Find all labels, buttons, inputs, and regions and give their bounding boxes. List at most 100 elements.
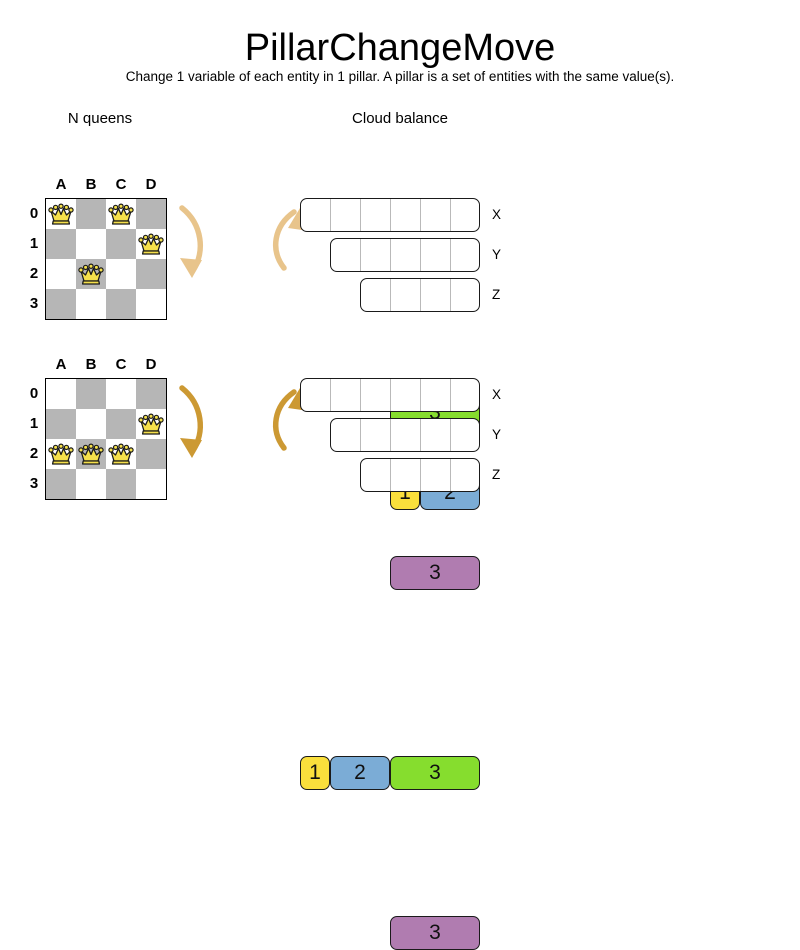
cloud-segment-1[interactable]: 1 xyxy=(300,756,330,790)
board-cell-C3[interactable] xyxy=(106,469,136,499)
board-column-label-C: C xyxy=(115,356,127,373)
bar-grid-cell xyxy=(361,379,391,411)
bar-grid-cell xyxy=(361,199,391,231)
cloud-bar-label-X: X xyxy=(492,387,502,402)
board-row-label-2: 2 xyxy=(29,265,39,282)
cloud-bar-label-Y: Y xyxy=(492,427,502,442)
nqueens-board-before: A B C D 0 1 2 3 xyxy=(30,176,167,320)
board-cell-D3[interactable] xyxy=(136,289,166,319)
cloud-segment-3[interactable]: 3 xyxy=(390,756,480,790)
cloud-bar-Y[interactable] xyxy=(330,238,480,272)
board-cell-A1[interactable] xyxy=(46,229,76,259)
cloud-segment-2[interactable]: 2 xyxy=(330,756,390,790)
board-column-label-C: C xyxy=(115,176,127,193)
cloud-bar-X[interactable] xyxy=(300,198,480,232)
board-column-label-A: A xyxy=(55,176,67,193)
cloud-bar-row-Y: Y xyxy=(0,418,800,452)
cloud-segment-3[interactable]: 3 xyxy=(390,916,480,950)
nqueens-before-arrow xyxy=(168,200,218,286)
board-cell-A3[interactable] xyxy=(46,469,76,499)
board-column-label-D: D xyxy=(145,356,157,373)
bar-grid-cell xyxy=(421,379,451,411)
page-title: PillarChangeMove xyxy=(244,27,556,69)
board-cell-B3[interactable] xyxy=(76,469,106,499)
cloud-bar-label-X: X xyxy=(492,207,502,222)
cloud-bar-Z[interactable] xyxy=(360,278,480,312)
chess-board: A B C D 0 1 2 3 xyxy=(30,176,167,320)
board-cell-C1[interactable] xyxy=(106,229,136,259)
bar-grid-cell xyxy=(361,419,391,451)
board-cell-B0[interactable] xyxy=(76,379,106,409)
bar-grid xyxy=(331,239,479,271)
nqueens-after-arrow xyxy=(168,380,218,466)
bar-grid-cell xyxy=(391,419,421,451)
board-cell-C2[interactable] xyxy=(106,259,136,289)
bar-grid-cell xyxy=(451,239,479,271)
board-cell-D3[interactable] xyxy=(136,469,166,499)
cloud-after-arrow xyxy=(268,378,312,458)
section-heading-nqueens: N queens xyxy=(67,110,133,127)
board-cell-B1[interactable] xyxy=(76,229,106,259)
bar-grid-cell xyxy=(451,379,479,411)
board-row-label-1: 1 xyxy=(29,235,39,252)
board-row-label-0: 0 xyxy=(29,385,39,402)
bar-grid-cell xyxy=(391,239,421,271)
board-column-label-B: B xyxy=(85,176,97,193)
board-cell-B3[interactable] xyxy=(76,289,106,319)
bar-grid xyxy=(301,379,479,411)
bar-grid xyxy=(331,419,479,451)
bar-grid xyxy=(361,459,479,491)
board-row-label-2: 2 xyxy=(29,445,39,462)
cloud-segment-3[interactable]: 3 xyxy=(390,556,480,590)
cloud-bar-label-Z: Z xyxy=(492,287,501,302)
board-cell-B1[interactable] xyxy=(76,409,106,439)
board-cell-C3[interactable] xyxy=(106,289,136,319)
bar-grid-cell xyxy=(421,239,451,271)
bar-grid-cell xyxy=(421,199,451,231)
bar-grid-cell xyxy=(391,379,421,411)
bar-grid-cell xyxy=(391,459,421,491)
board-cell-A2[interactable] xyxy=(46,259,76,289)
bar-grid-cell xyxy=(361,279,391,311)
board-cell-C0[interactable] xyxy=(106,379,136,409)
bar-grid-cell xyxy=(331,419,361,451)
bar-grid-cell xyxy=(331,199,361,231)
bar-grid-cell xyxy=(451,279,479,311)
bar-grid-cell xyxy=(301,199,331,231)
board-row-label-3: 3 xyxy=(29,295,39,312)
board-cell-D2[interactable] xyxy=(136,439,166,469)
cloud-bar-label-Y: Y xyxy=(492,247,502,262)
board-column-label-D: D xyxy=(145,176,157,193)
cloud-bar-Z[interactable] xyxy=(360,458,480,492)
bar-grid-cell xyxy=(361,239,391,271)
board-cell-C1[interactable] xyxy=(106,409,136,439)
section-heading-cloud-balance: Cloud balance xyxy=(352,110,448,127)
board-cell-A0[interactable] xyxy=(46,379,76,409)
board-cell-A3[interactable] xyxy=(46,289,76,319)
board-cell-A1[interactable] xyxy=(46,409,76,439)
bar-grid-cell xyxy=(421,459,451,491)
board-row-label-0: 0 xyxy=(29,205,39,222)
cloud-bar-Y[interactable] xyxy=(330,418,480,452)
bar-grid-cell xyxy=(451,199,479,231)
board-cell-D2[interactable] xyxy=(136,259,166,289)
board-cell-D0[interactable] xyxy=(136,199,166,229)
bar-grid-cell xyxy=(391,199,421,231)
bar-grid xyxy=(361,279,479,311)
cloud-bar-X[interactable] xyxy=(300,378,480,412)
cloud-before-arrow xyxy=(268,198,312,278)
page-subtitle: Change 1 variable of each entity in 1 pi… xyxy=(125,69,675,84)
board-cell-B0[interactable] xyxy=(76,199,106,229)
board-row-label-1: 1 xyxy=(29,415,39,432)
board-row-label-3: 3 xyxy=(29,475,39,492)
board-cell-D0[interactable] xyxy=(136,379,166,409)
bar-grid-cell xyxy=(451,419,479,451)
bar-grid-cell xyxy=(421,279,451,311)
bar-grid-cell xyxy=(331,379,361,411)
